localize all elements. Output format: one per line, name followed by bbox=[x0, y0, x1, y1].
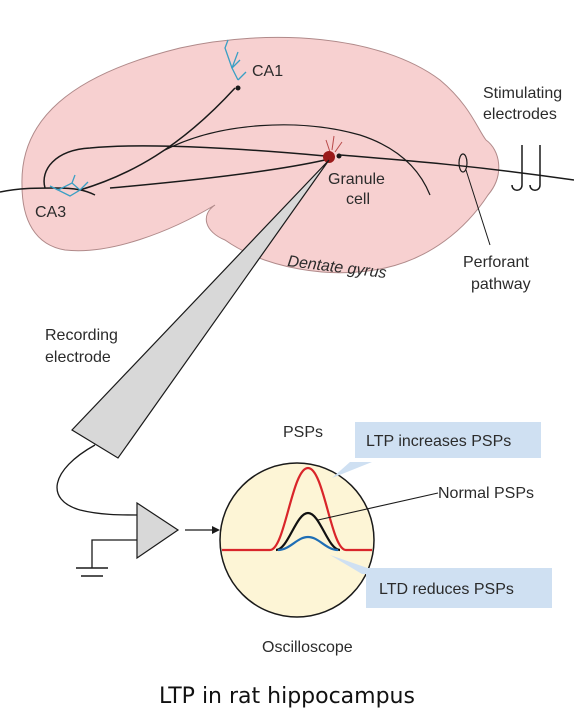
perforant-marker bbox=[458, 153, 468, 173]
normal-psps-leader bbox=[317, 492, 439, 521]
normal-psps-label: Normal PSPs bbox=[438, 485, 534, 502]
normal-trace bbox=[275, 511, 341, 552]
stimulating-electrodes bbox=[511, 145, 541, 191]
oscilloscope-label: Oscilloscope bbox=[262, 639, 353, 656]
perforant-leader bbox=[465, 169, 491, 246]
ground-icon bbox=[76, 567, 108, 577]
ca3-label: CA3 bbox=[35, 204, 66, 221]
granule-cell-label-2: cell bbox=[346, 191, 370, 208]
perforant-pathway-label-2: pathway bbox=[471, 276, 531, 293]
ltp-trace bbox=[222, 466, 372, 552]
electrode-lead bbox=[56, 444, 138, 516]
ltp-callout-pointer bbox=[332, 462, 372, 478]
stimulating-electrodes-label-2: electrodes bbox=[483, 106, 557, 123]
figure-caption: LTP in rat hippocampus bbox=[159, 684, 415, 709]
ca3-neuron bbox=[49, 174, 89, 197]
recording-electrode bbox=[71, 159, 330, 459]
perforant-path-line bbox=[339, 154, 574, 181]
granule-terminal bbox=[336, 153, 342, 159]
perforant-pathway-label-1: Perforant bbox=[463, 254, 529, 271]
hippocampus-outline bbox=[21, 36, 500, 274]
ground-wire bbox=[91, 539, 137, 568]
recording-electrode-label-2: electrode bbox=[45, 349, 111, 366]
mossy-fiber bbox=[43, 145, 326, 189]
stimulating-electrodes-label-1: Stimulating bbox=[483, 85, 562, 102]
ltd-callout-text: LTD reduces PSPs bbox=[379, 581, 514, 598]
psps-label: PSPs bbox=[283, 424, 323, 441]
ltd-trace bbox=[277, 535, 339, 552]
granule-cell bbox=[323, 135, 343, 163]
dentate-gyrus-fold bbox=[164, 124, 431, 196]
ca1-terminal bbox=[235, 85, 241, 91]
granule-cell-label-1: Granule bbox=[328, 171, 385, 188]
ltd-callout-box bbox=[366, 568, 552, 608]
amplifier bbox=[136, 501, 180, 560]
recording-electrode-label-1: Recording bbox=[45, 327, 118, 344]
ca3-to-ca1-axon bbox=[79, 87, 236, 191]
arrow-to-oscilloscope bbox=[185, 526, 220, 534]
ca1-label: CA1 bbox=[252, 63, 283, 80]
ltp-callout-text: LTP increases PSPs bbox=[366, 433, 511, 450]
ca1-neuron bbox=[224, 39, 247, 81]
granule-axon-lower bbox=[109, 159, 326, 189]
ltp-callout-box bbox=[355, 422, 541, 458]
